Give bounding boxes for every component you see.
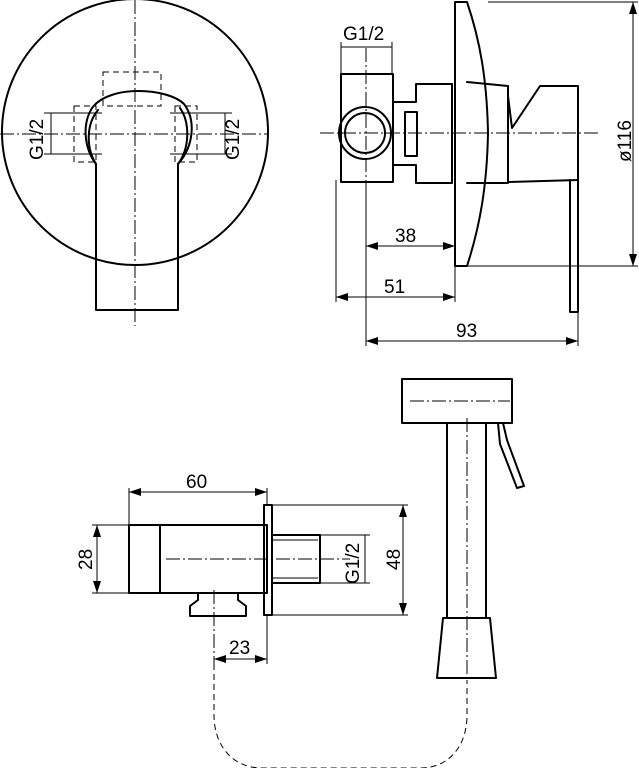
dim-93-arrow-right: [566, 337, 578, 345]
thread-label-left: G1/2: [27, 119, 48, 160]
mixer-handle: [84, 90, 193, 311]
dim-23-arrow-left: [214, 655, 226, 663]
diameter-label: ø116: [615, 120, 636, 162]
dim-28-label: 28: [76, 549, 97, 570]
dim-23-label: 23: [229, 638, 250, 659]
dim-28-arrow-top: [93, 525, 101, 537]
dim-28-arrow-bottom: [93, 581, 101, 593]
handle-right-curve: [177, 107, 189, 165]
dim-48-arrow-top: [399, 505, 407, 517]
outlet-nozzle: [189, 592, 247, 617]
side-thread-label: G1/2: [343, 24, 384, 45]
inlet-inner-ring: [344, 112, 386, 154]
dim-23-arrow-right: [255, 655, 267, 663]
dim-60-label: 60: [186, 472, 207, 493]
hidden-body-left: [73, 105, 97, 163]
dim-60-arrow-right: [255, 488, 267, 496]
inlet-connector: [392, 83, 453, 184]
spray-trigger: [497, 422, 525, 489]
diameter-arrow-bottom: [629, 254, 637, 266]
wall-outlet-view: 60 28 G1/2 48 23: [76, 472, 408, 664]
dim-48-arrow-bottom: [399, 603, 407, 615]
front-view: G1/2 G1/2: [0, 0, 269, 326]
dim-51-arrow-left: [336, 293, 348, 301]
hidden-body-top: [102, 71, 162, 107]
dim-51-label: 51: [384, 277, 405, 298]
dim-93-label: 93: [456, 321, 477, 342]
cartridge-body: [466, 81, 509, 184]
inlet-outer-ring: [338, 106, 392, 160]
dim-38-arrow-right: [443, 242, 455, 250]
dim-38-arrow-left: [366, 242, 378, 250]
dim-48-label: 48: [384, 549, 405, 570]
dim-38-label: 38: [395, 226, 416, 247]
dim-93-arrow-left: [366, 337, 378, 345]
lever: [507, 85, 579, 183]
diameter-arrow-top: [629, 2, 637, 14]
bottom-thread-label: G1/2: [343, 543, 364, 584]
hose-dashed: [213, 664, 468, 768]
inlet-nut: [404, 111, 418, 157]
dim-51-arrow-right: [443, 293, 455, 301]
hand-spray-view: [401, 378, 525, 680]
inlet-body: [340, 73, 394, 183]
spray-hose-sleeve: [436, 617, 497, 679]
side-view: G1/2 ø116 38 51 93: [320, 1, 638, 346]
thread-label-right: G1/2: [223, 119, 244, 160]
wall-plate: [454, 1, 489, 267]
handle-top-edge: [87, 109, 99, 165]
lever-tip: [569, 179, 579, 313]
dim-60-arrow-left: [129, 488, 141, 496]
